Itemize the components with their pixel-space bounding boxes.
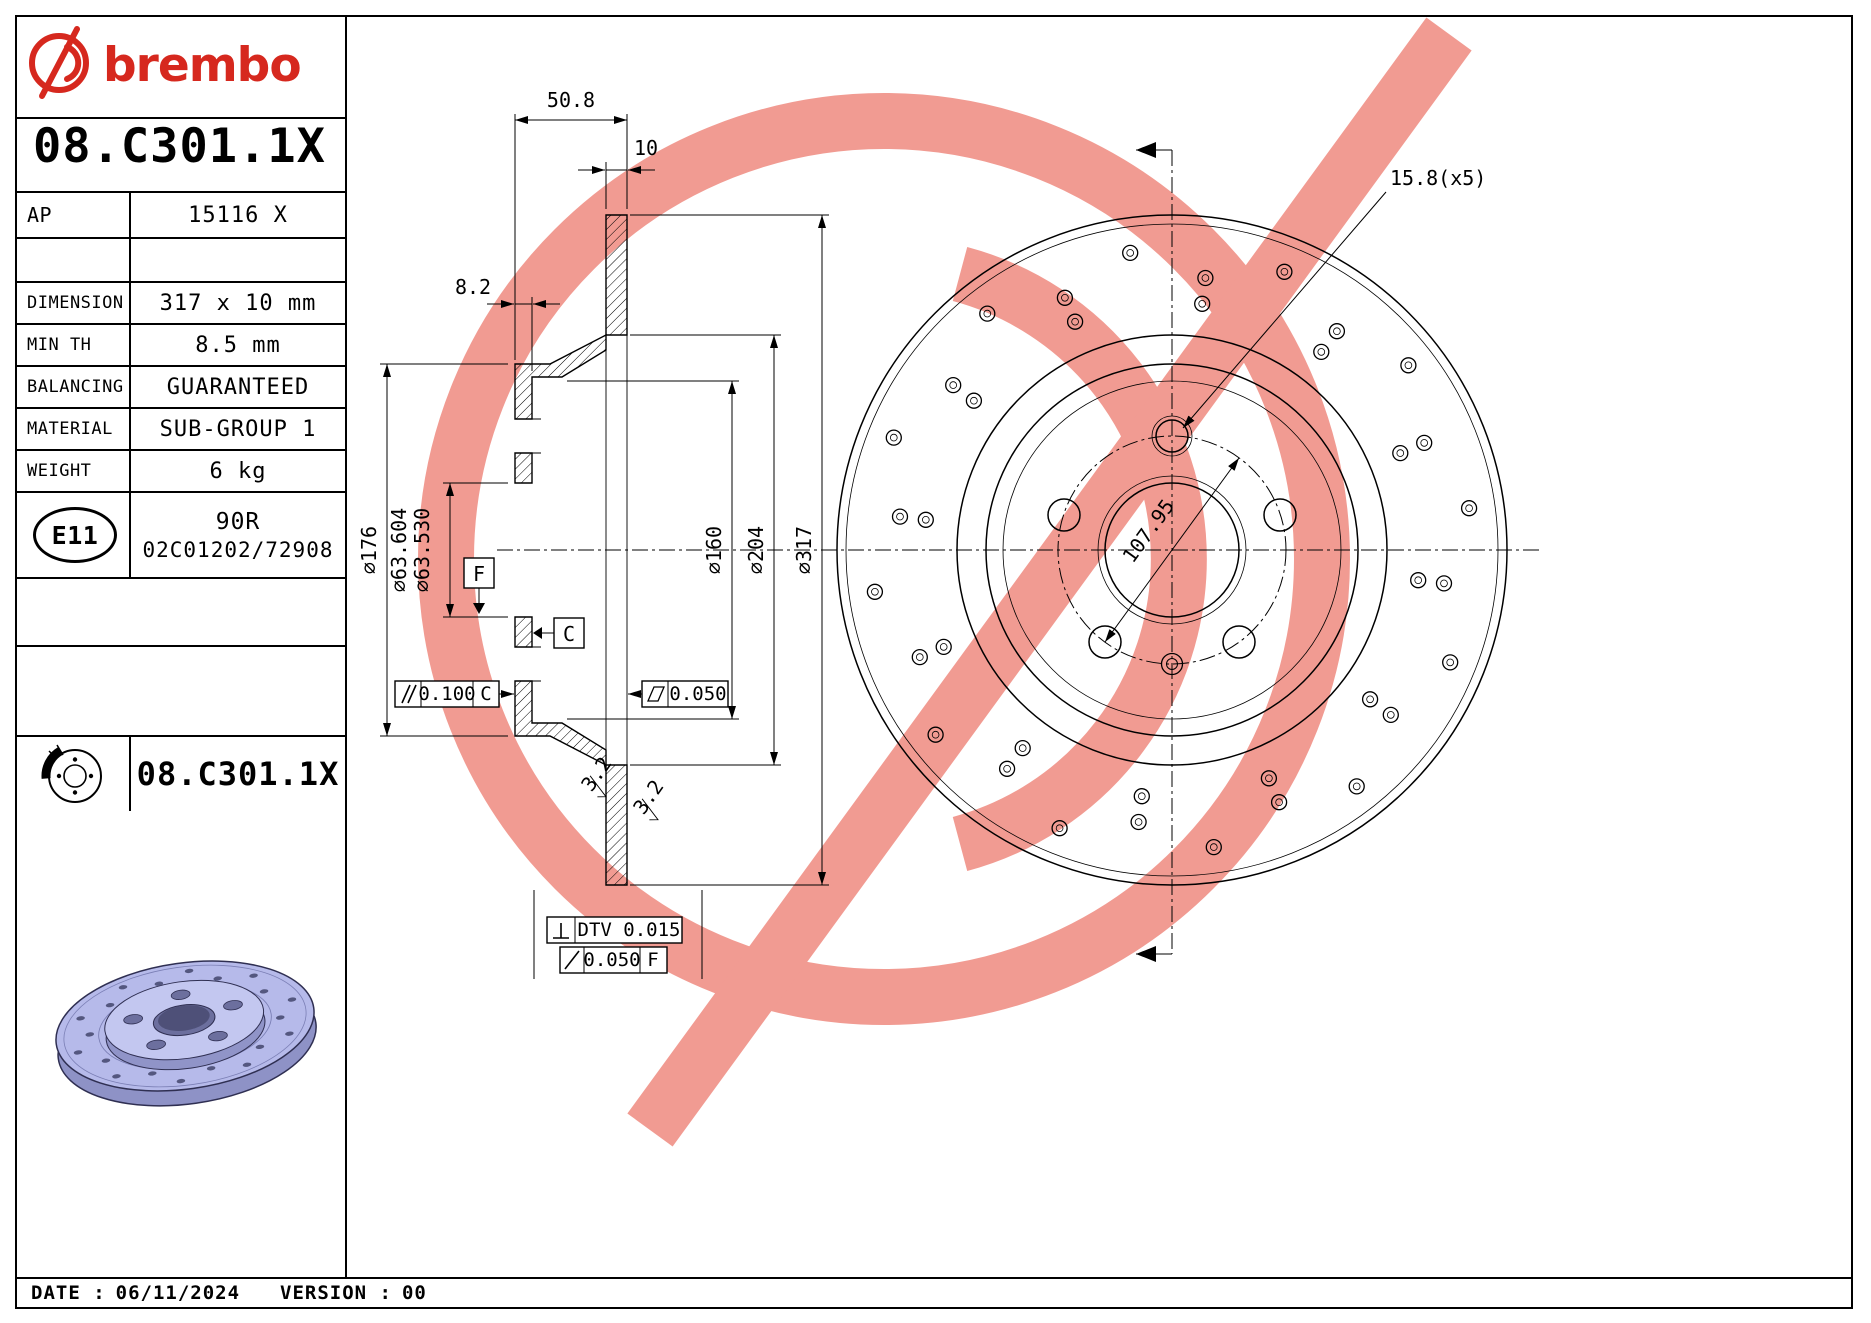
dim-disc-thickness: 10 (634, 136, 658, 160)
homologation-line2: 02C01202/72908 (142, 537, 334, 562)
title-block: brembo 08.C301.1X AP 15116 X DIMENSION 3… (17, 17, 347, 1277)
flatness-icon (647, 686, 665, 702)
section-view: 3.2 3.2 (514, 214, 668, 886)
dim-flange-thickness: 8.2 (455, 275, 491, 299)
brembo-logo-mark-icon (29, 26, 89, 99)
dimension-value: 317 x 10 mm (159, 290, 317, 316)
homologation-row: E11 90R 02C01202/72908 (17, 491, 345, 577)
parallelism-datum: C (480, 683, 491, 705)
dtv-icon (553, 923, 569, 939)
homologation-line1: 90R (215, 508, 261, 535)
gdt-annotations: F C 0.100 C 0.050 (394, 557, 729, 974)
min-th-row: MIN TH 8.5 mm (17, 323, 345, 365)
runout-datum: F (647, 949, 658, 971)
empty-row (17, 237, 345, 281)
disc-icon-row: 08.C301.1X (17, 735, 345, 811)
parallelism-frame: 0.100 C (394, 680, 514, 708)
datum-c-frame (553, 617, 585, 649)
runout-icon (564, 950, 580, 970)
date-value: 06/11/2024 (115, 1282, 241, 1304)
runout-value: 0.050 (583, 949, 640, 971)
part-number: 08.C301.1X (33, 119, 326, 174)
e11-badge: E11 (33, 507, 117, 563)
min-th-label: MIN TH (17, 325, 131, 365)
balancing-row: BALANCING GUARANTEED (17, 365, 345, 407)
datum-f-triangle (473, 603, 485, 614)
weight-value: 6 kg (209, 458, 267, 484)
weight-label: WEIGHT (17, 451, 131, 491)
empty-row (17, 645, 345, 735)
flatness-frame: 0.050 (628, 680, 729, 708)
balancing-label: BALANCING (17, 367, 131, 407)
datum-c-label: C (563, 622, 575, 646)
flatness-value: 0.050 (669, 683, 726, 705)
dimension-label: DIMENSION (17, 283, 131, 323)
bolt-holes (1047, 415, 1297, 676)
disc-3d-render (55, 960, 317, 1107)
dtv-frame: DTV 0.015 (546, 916, 683, 944)
render-drilled-holes (73, 968, 297, 1084)
runout-frame: 0.050 F (559, 946, 668, 974)
parallelism-value: 0.100 (418, 683, 475, 705)
dtv-value: DTV 0.015 (578, 919, 681, 941)
dimension-row: DIMENSION 317 x 10 mm (17, 281, 345, 323)
datum-c-triangle (533, 627, 542, 639)
footer: DATE : 06/11/2024 VERSION : 00 (17, 1277, 1851, 1307)
ap-row: AP 15116 X (17, 191, 345, 237)
brake-disc-caliper-icon (41, 744, 102, 803)
brembo-logo: brembo (17, 17, 345, 117)
brembo-wordmark: brembo (103, 38, 301, 93)
dim-dia-hat: ⌀176 (357, 526, 381, 574)
version-value: 00 (401, 1282, 427, 1304)
render-bolt-holes (123, 989, 243, 1050)
material-label: MATERIAL (17, 409, 131, 449)
part-number-row: 08.C301.1X (17, 117, 345, 191)
set-screw-hole (1160, 652, 1184, 676)
roughness-value: 3.2 (628, 775, 668, 818)
material-value: SUB-GROUP 1 (159, 416, 317, 442)
version-label: VERSION : (280, 1282, 392, 1304)
technical-drawing: 3.2 3.2 50.8 10 8.2 ⌀176 (357, 17, 1542, 1147)
dim-dia-outer: ⌀317 (792, 526, 816, 574)
roughness-mark: 3.2 (628, 775, 668, 821)
drilled-holes-pattern (866, 244, 1478, 856)
section-dimensions: 50.8 10 8.2 ⌀176 ⌀63.604 ⌀63.530 ⌀160 ⌀2… (357, 88, 829, 979)
dim-dia-bore-inner: ⌀63.530 (410, 508, 434, 592)
dim-dia-bore-outer: ⌀63.604 (387, 508, 411, 592)
datum-f-label: F (473, 562, 485, 586)
part-number-repeat: 08.C301.1X (136, 755, 340, 793)
dim-dia-friction-inner: ⌀204 (744, 526, 768, 574)
dim-dia-inner-face: ⌀160 (702, 526, 726, 574)
ap-label: AP (17, 193, 131, 237)
date-label: DATE : (31, 1282, 106, 1304)
empty-row (17, 577, 345, 645)
drawing-sheet: brembo 08.C301.1X AP 15116 X DIMENSION 3… (15, 15, 1853, 1309)
material-row: MATERIAL SUB-GROUP 1 (17, 407, 345, 449)
datum-f-frame (463, 557, 495, 589)
dim-bolt-hole: 15.8(x5) (1390, 166, 1486, 190)
weight-row: WEIGHT 6 kg (17, 449, 345, 491)
bolt-circle-centerline (1057, 435, 1287, 665)
parallelism-icon (401, 684, 417, 704)
balancing-value: GUARANTEED (166, 374, 310, 400)
center-lines (497, 150, 1542, 954)
ap-value: 15116 X (188, 202, 288, 228)
dim-overall-width: 50.8 (547, 88, 595, 112)
min-th-value: 8.5 mm (195, 332, 281, 358)
